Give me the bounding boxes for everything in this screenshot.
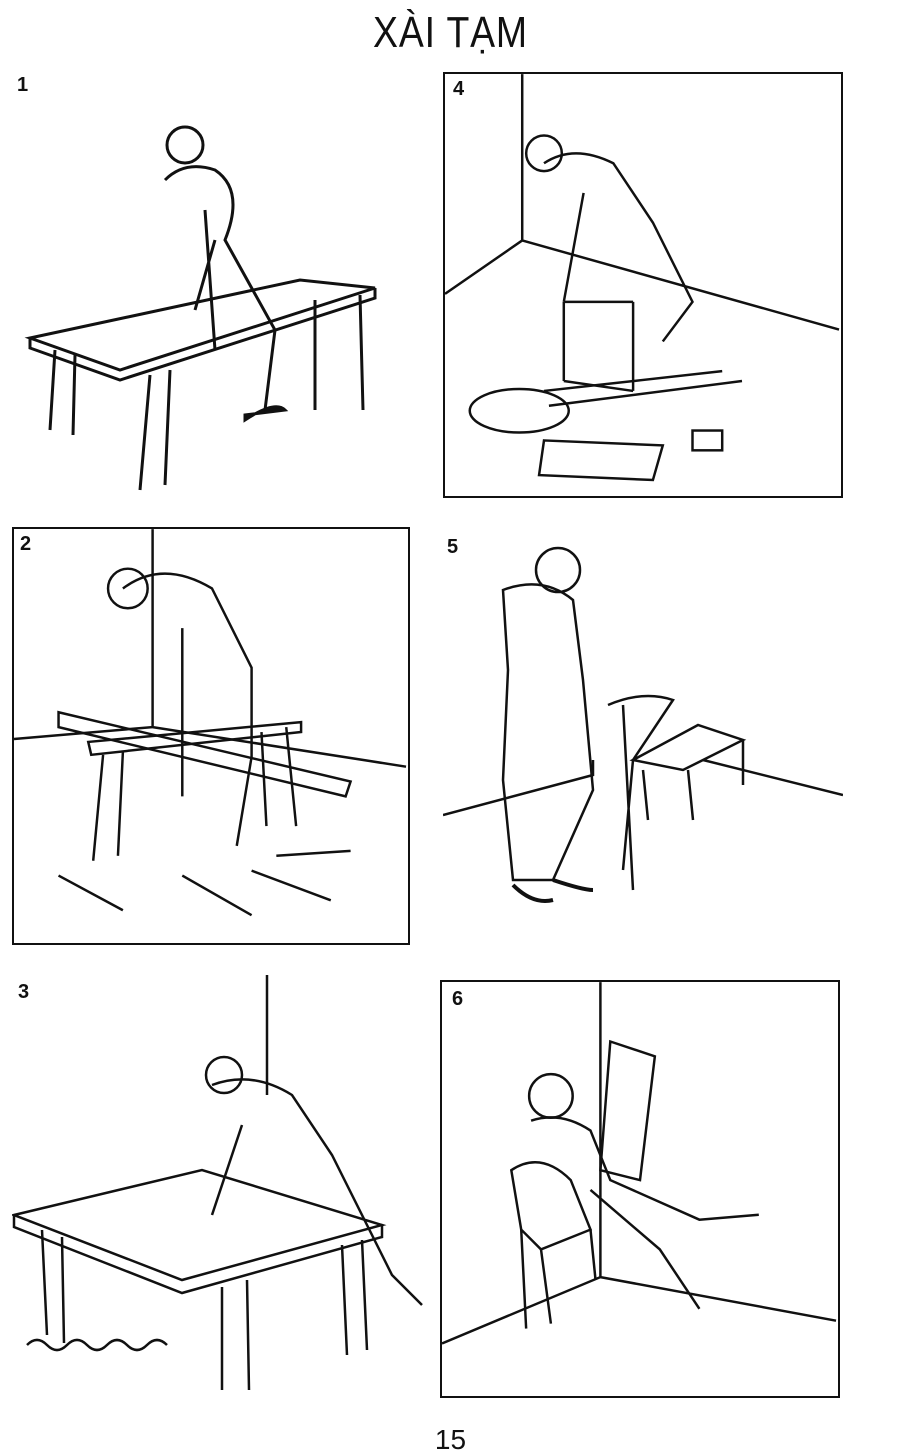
comic-panel-3: 3 bbox=[12, 975, 432, 1400]
panel-number: 3 bbox=[18, 981, 30, 1003]
comic-panel-4: 4 bbox=[443, 72, 843, 498]
panel-number: 5 bbox=[447, 536, 459, 558]
assembling-chair-illustration bbox=[445, 74, 840, 482]
sawing-illustration bbox=[24, 125, 377, 491]
comic-panel-5: 5 bbox=[443, 530, 843, 945]
comic-panel-2: 2 bbox=[12, 527, 410, 945]
panel-number: 1 bbox=[17, 74, 29, 96]
cutting-boards-illustration bbox=[14, 529, 407, 917]
reading-in-chair-illustration bbox=[442, 982, 837, 1345]
planing-table-illustration bbox=[12, 975, 423, 1391]
panel-number: 2 bbox=[20, 533, 32, 555]
panel-number: 6 bbox=[452, 988, 464, 1010]
thinking-by-chair-illustration bbox=[443, 546, 843, 903]
comic-panel-6: 6 bbox=[440, 980, 840, 1398]
comic-panel-1: 1 bbox=[15, 70, 415, 500]
panel-number: 4 bbox=[453, 78, 465, 100]
page-number: 15 bbox=[434, 1424, 467, 1455]
page-title: XÀI TẠM bbox=[373, 8, 528, 57]
